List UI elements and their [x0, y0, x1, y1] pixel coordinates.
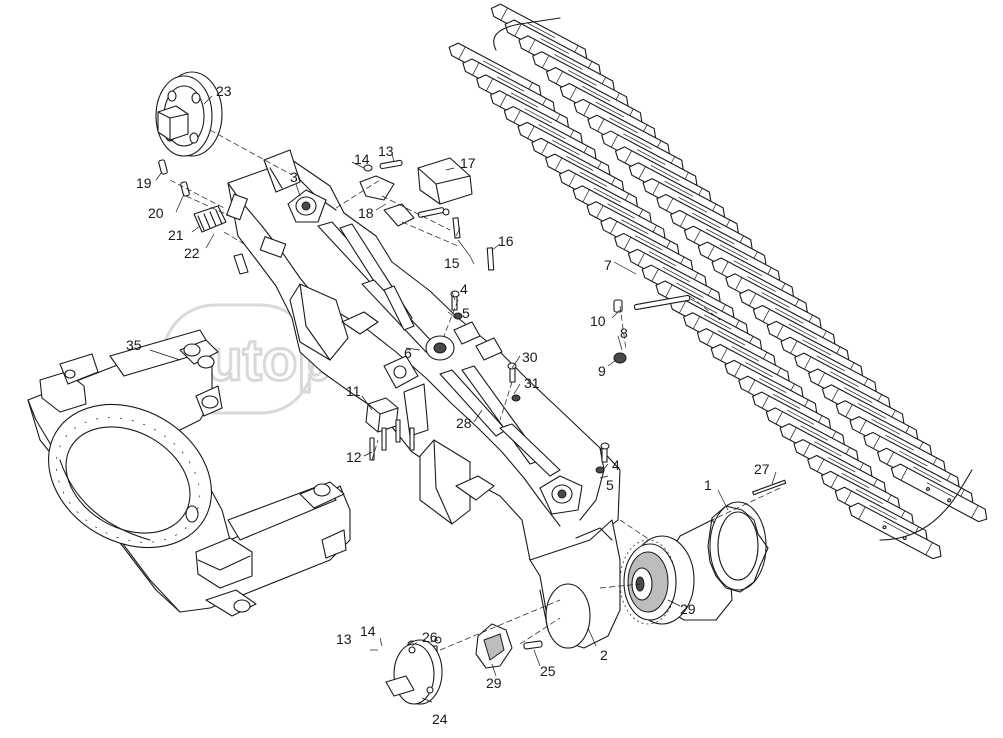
idler-wheel [155, 71, 223, 157]
callout-27: 27 [754, 461, 770, 477]
roller-bracket-rear [539, 475, 583, 515]
callout-17: 17 [460, 155, 476, 171]
callout-labels: 1 2 3 4 4 5 5 6 7 8 9 10 11 12 13 13 14 … [126, 83, 770, 727]
track-chain [448, 3, 988, 560]
callout-18: 18 [358, 205, 374, 221]
callout-10: 10 [590, 313, 606, 329]
fasteners-19-22 [158, 159, 249, 275]
track-end-front [493, 17, 561, 51]
hub-cap [385, 639, 443, 705]
callout-23: 23 [216, 83, 232, 99]
callout-15: 15 [444, 255, 460, 271]
callout-4-lower: 4 [612, 457, 620, 473]
callout-14-top: 14 [354, 151, 370, 167]
callout-5-lower: 5 [606, 477, 614, 493]
callout-20: 20 [148, 205, 164, 221]
callout-35: 35 [126, 337, 142, 353]
callout-22: 22 [184, 245, 200, 261]
callout-28: 28 [456, 415, 472, 431]
hydraulic-motor [434, 623, 543, 669]
roller-bracket-front [263, 149, 327, 223]
callout-26: 26 [422, 629, 438, 645]
track-end-rear [879, 469, 973, 541]
callout-3: 3 [290, 169, 298, 185]
callout-29-drive: 29 [680, 601, 696, 617]
callout-5-upper: 5 [462, 305, 470, 321]
callout-13-top: 13 [378, 143, 394, 159]
callout-4-upper: 4 [460, 281, 468, 297]
callout-29-motor: 29 [486, 675, 502, 691]
callout-11: 11 [346, 383, 361, 399]
callout-16: 16 [498, 233, 514, 249]
callout-30: 30 [522, 349, 538, 365]
track-shoe [890, 463, 988, 523]
callout-8: 8 [620, 325, 628, 341]
callout-19: 19 [136, 175, 152, 191]
callout-31: 31 [524, 375, 540, 391]
adjuster-links [317, 221, 561, 477]
chassis-crossmember [27, 329, 351, 617]
callout-24: 24 [432, 711, 448, 727]
callout-12: 12 [346, 449, 362, 465]
top-brackets [359, 157, 473, 227]
callout-21: 21 [168, 227, 184, 243]
callout-2: 2 [600, 647, 608, 663]
callout-14-bottom: 14 [360, 623, 376, 639]
callout-leaders [149, 95, 777, 703]
assembly-lines [169, 129, 781, 651]
callout-9: 9 [598, 363, 606, 379]
callout-1: 1 [704, 477, 712, 493]
bolts [369, 290, 610, 657]
callout-6: 6 [404, 345, 412, 361]
callout-25: 25 [540, 663, 556, 679]
track-frame [226, 159, 621, 649]
track-shoe [848, 502, 942, 560]
callout-7: 7 [604, 257, 612, 273]
part-11-block [365, 397, 399, 433]
sprocket-ring [707, 479, 787, 593]
pins [452, 217, 691, 364]
callout-13-bottom: 13 [336, 631, 352, 647]
